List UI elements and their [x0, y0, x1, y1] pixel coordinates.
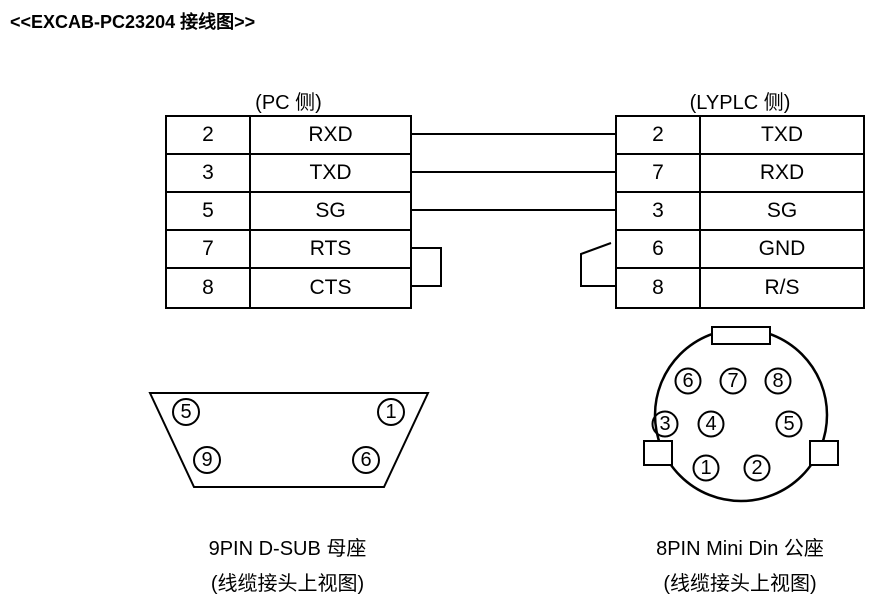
table-row: 6 GND	[617, 231, 863, 269]
pin-circle	[651, 410, 679, 438]
table-row: 2 TXD	[617, 117, 863, 155]
table-row: 3 TXD	[167, 155, 410, 193]
pin-number: 5	[167, 193, 251, 229]
minidin-connector-outline	[653, 327, 829, 503]
pin-number: 3	[617, 193, 701, 229]
signal-name: SG	[315, 199, 346, 222]
pin-label: 1	[385, 401, 396, 423]
pin-number: 8	[617, 269, 701, 307]
pin-label: 9	[201, 449, 212, 471]
pin-circle	[743, 454, 771, 482]
dsub-pin-6: 6	[352, 446, 380, 474]
dsub-pin-1: 1	[377, 398, 405, 426]
plc-side-header: (LYPLC 侧)	[689, 92, 791, 114]
pc-rts-cts-jumper	[412, 247, 442, 287]
minidin-pin-2: 2	[743, 454, 771, 482]
pin-label: 6	[360, 449, 371, 471]
minidin-caption-line2: (线缆接头上视图)	[663, 573, 817, 595]
dsub-caption-line2: (线缆接头上视图)	[210, 573, 365, 595]
pin-circle	[377, 398, 405, 426]
signal-name: SG	[766, 199, 798, 222]
pin-label: 5	[783, 413, 794, 435]
signal-name: TXD	[761, 123, 803, 146]
pin-label: 3	[659, 413, 670, 435]
pin-circle	[352, 446, 380, 474]
pin-circle	[764, 367, 792, 395]
signal-name: TXD	[309, 161, 352, 184]
dsub-pin-9: 9	[193, 446, 221, 474]
pin-label: 5	[180, 401, 191, 423]
minidin-pin-1: 1	[692, 454, 720, 482]
table-row: 5 SG	[167, 193, 410, 231]
pin-circle	[775, 410, 803, 438]
pin-label: 7	[727, 370, 738, 392]
plc-pin-table: 2 TXD 7 RXD 3 SG 6 GND 8 R/S	[615, 115, 865, 309]
minidin-left-notch	[643, 440, 673, 466]
pin-label: 2	[751, 457, 762, 479]
pin-circle	[193, 446, 221, 474]
pin-circle	[692, 454, 720, 482]
minidin-right-notch	[809, 440, 839, 466]
page-title: <<EXCAB-PC23204 接线图>>	[10, 12, 256, 32]
signal-name: RXD	[759, 161, 805, 184]
dsub-caption-line1: 9PIN D-SUB 母座	[208, 538, 367, 560]
table-row: 7 RXD	[617, 155, 863, 193]
minidin-pin-4: 4	[697, 410, 725, 438]
dsub-pin-5: 5	[172, 398, 200, 426]
plc-gnd-rs-jumper	[580, 242, 615, 287]
pin-number: 6	[617, 231, 701, 267]
dsub-connector-outline	[148, 392, 430, 488]
pc-side-header: (PC 侧)	[255, 92, 322, 114]
pin-circle	[674, 367, 702, 395]
signal-name: GND	[758, 237, 806, 260]
pin-number: 2	[167, 117, 251, 153]
pc-pin-table: 2 RXD 3 TXD 5 SG 7 RTS 8 CTS	[165, 115, 412, 309]
minidin-pin-7: 7	[719, 367, 747, 395]
signal-name: RXD	[308, 123, 353, 146]
minidin-pin-3: 3	[651, 410, 679, 438]
minidin-pin-8: 8	[764, 367, 792, 395]
pin-number: 8	[167, 269, 251, 307]
minidin-pin-5: 5	[775, 410, 803, 438]
signal-name: R/S	[764, 276, 800, 299]
minidin-pin-6: 6	[674, 367, 702, 395]
table-row: 3 SG	[617, 193, 863, 231]
pin-number: 7	[617, 155, 701, 191]
signal-name: CTS	[309, 276, 352, 299]
table-row: 2 RXD	[167, 117, 410, 155]
pin-label: 6	[682, 370, 693, 392]
pin-label: 4	[705, 413, 716, 435]
pin-number: 3	[167, 155, 251, 191]
pin-label: 1	[700, 457, 711, 479]
pin-number: 2	[617, 117, 701, 153]
minidin-top-notch	[711, 326, 771, 345]
minidin-caption-line1: 8PIN Mini Din 公座	[656, 538, 824, 560]
table-row: 7 RTS	[167, 231, 410, 269]
pin-circle	[172, 398, 200, 426]
table-row: 8 R/S	[617, 269, 863, 307]
pin-number: 7	[167, 231, 251, 267]
pin-circle	[697, 410, 725, 438]
pin-label: 8	[772, 370, 783, 392]
table-row: 8 CTS	[167, 269, 410, 307]
signal-name: RTS	[309, 237, 352, 260]
pin-circle	[719, 367, 747, 395]
